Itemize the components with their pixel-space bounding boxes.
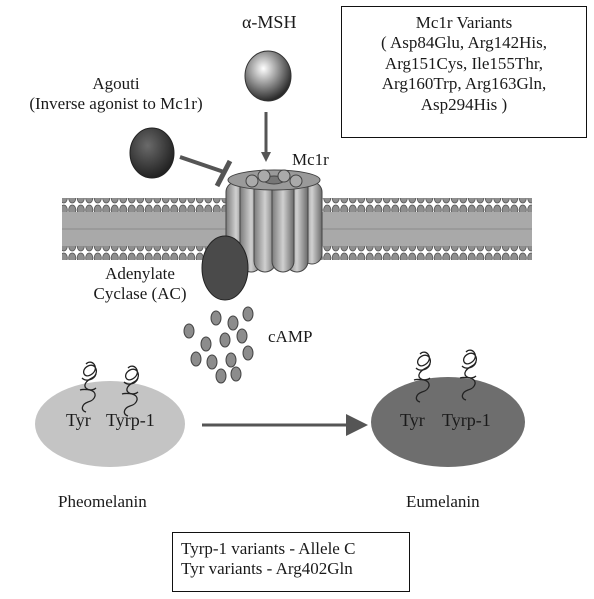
tyrp1-right-label: Tyrp-1 xyxy=(442,410,491,430)
alpha-msh-ligand xyxy=(244,50,292,102)
mc1r-label: Mc1r xyxy=(292,150,329,169)
tyrp1-variants-line: Tyrp-1 variants - Allele C xyxy=(181,539,356,558)
alpha-msh-label: α-MSH xyxy=(242,12,297,32)
agouti-title: Agouti xyxy=(92,74,140,93)
camp-label: cAMP xyxy=(268,327,313,346)
mc1r-variants-line: ( Asp84Glu, Arg142His, xyxy=(381,33,547,53)
tyrp1-left-label: Tyrp-1 xyxy=(106,410,155,430)
tyr-variants-line: Tyr variants - Arg402Gln xyxy=(181,559,353,579)
ac-label-line2: Cyclase (AC) xyxy=(93,283,187,303)
eumelanin-cell xyxy=(371,377,525,467)
agouti-label: Agouti (Inverse agonist to Mc1r) xyxy=(5,74,227,113)
mc1r-receptor xyxy=(225,169,323,273)
mc1r-variants-line: Asp294His ) xyxy=(420,94,508,114)
tyr-left-label: Tyr xyxy=(66,410,91,430)
agouti-inhibition-bar xyxy=(214,159,233,188)
mc1r-variants-line: Arg160Trp, Arg163Gln, xyxy=(381,74,547,94)
pheomelanin-label: Pheomelanin xyxy=(58,492,147,511)
agouti-subtitle: (Inverse agonist to Mc1r) xyxy=(29,93,203,113)
adenylate-cyclase xyxy=(201,235,249,301)
conversion-arrowhead xyxy=(346,414,368,436)
eumelanin-label: Eumelanin xyxy=(406,492,480,511)
agouti-inhibition-line xyxy=(179,155,225,174)
adenylate-cyclase-label: Adenylate Cyclase (AC) xyxy=(80,264,200,303)
tyr-variants-box: Tyrp-1 variants - Allele C Tyr variants … xyxy=(172,532,410,592)
mc1r-variants-title: Mc1r Variants xyxy=(415,13,513,32)
pheomelanin-cell xyxy=(35,381,185,467)
tyr-right-label: Tyr xyxy=(400,410,425,430)
mc1r-variants-box: Mc1r Variants ( Asp84Glu, Arg142His, Arg… xyxy=(341,6,587,138)
mc1r-variants-line: Arg151Cys, Ile155Thr, xyxy=(384,53,544,73)
tyr-protein-squiggles xyxy=(79,349,478,417)
agouti-ligand xyxy=(129,127,175,179)
camp-molecules xyxy=(183,306,254,384)
ac-label-line1: Adenylate xyxy=(105,264,175,283)
